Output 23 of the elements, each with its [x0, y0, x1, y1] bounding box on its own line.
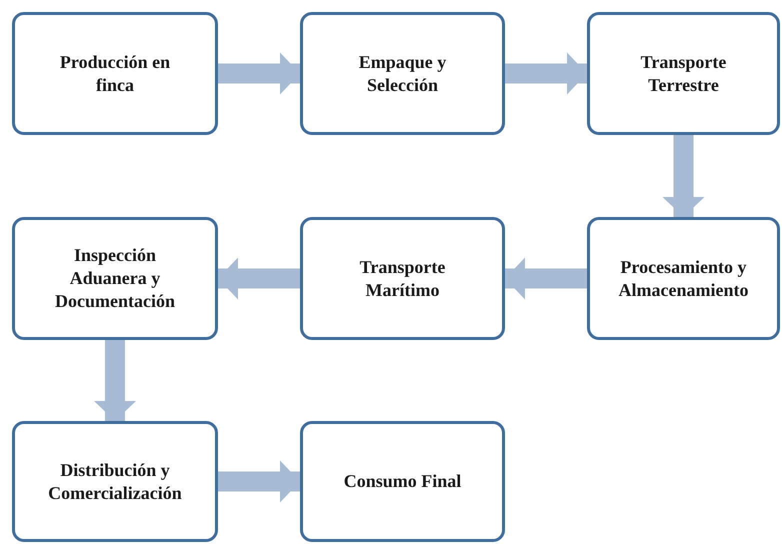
process-box — [12, 217, 218, 340]
process-box — [587, 12, 780, 135]
process-box — [12, 421, 218, 542]
block-arrow — [218, 258, 300, 300]
box-label: Producción en finca — [58, 50, 172, 96]
box-label: Transporte Terrestre — [640, 50, 728, 96]
box-label: Consumo Final — [344, 470, 462, 493]
block-arrow — [94, 340, 136, 421]
process-box — [300, 421, 505, 542]
box-label: Transporte Marítimo — [358, 256, 446, 302]
box-label: Procesamiento y Almacenamiento — [618, 256, 750, 302]
block-arrow — [505, 258, 587, 300]
process-box — [300, 217, 505, 340]
process-box — [300, 12, 505, 135]
block-arrow — [505, 52, 587, 94]
box-label: Distribución y Comercialización — [47, 458, 183, 504]
block-arrow — [662, 135, 704, 217]
box-label: Empaque y Selección — [358, 50, 448, 96]
block-arrow — [218, 460, 300, 502]
block-arrow — [218, 52, 300, 94]
process-box — [587, 217, 780, 340]
process-box — [12, 12, 218, 135]
box-label: Inspección Aduanera y Documentación — [54, 244, 176, 313]
